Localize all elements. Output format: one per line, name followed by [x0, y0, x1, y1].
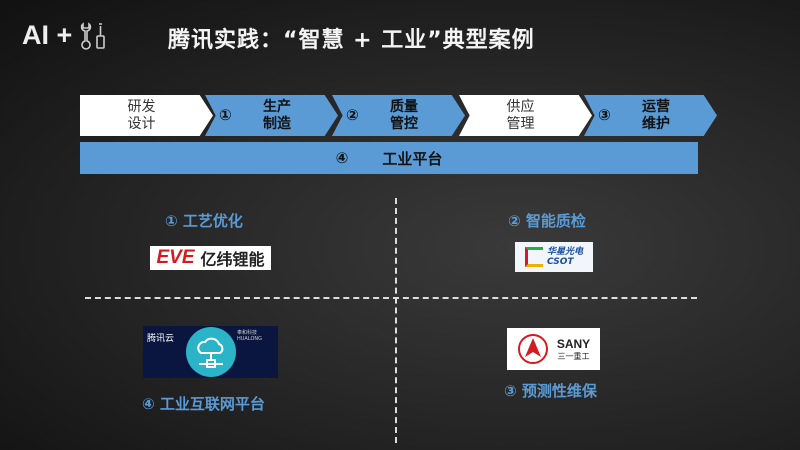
chain-step-1: 研发设计 [80, 95, 213, 136]
partner-text: 奉和科技 HUALONG [237, 330, 262, 342]
brand-text: AI + [22, 20, 73, 50]
q2-label: ② 智能质检 [508, 212, 586, 230]
chain-step-3: ② 质量管控 [332, 95, 465, 136]
step-num: ③ [598, 106, 611, 124]
csot-name: 华星光电 [546, 247, 583, 257]
tencent-cloud-text: 腾讯云 [147, 334, 175, 344]
cloud-network-icon [186, 327, 236, 377]
eve-brand: EVE [156, 247, 195, 268]
eve-name: 亿纬锂能 [200, 250, 265, 269]
sany-brand: SANY [556, 336, 591, 351]
platform-num: ④ [335, 149, 349, 167]
step-num: ② [346, 106, 359, 124]
step-line2: 设计 [127, 115, 156, 132]
eve-logo: EVE 亿纬锂能 [150, 246, 271, 270]
platform-label: 工业平台 [382, 149, 443, 168]
step-line1: 供应 [506, 98, 535, 115]
step-line2: 维护 [642, 115, 670, 132]
page-title: 腾讯实践：“智慧 + 工业”典型案例 [168, 28, 535, 53]
chain-step-2: ① 生产制造 [205, 95, 338, 136]
step-line1: 研发 [127, 98, 156, 115]
sany-mark-icon [517, 334, 548, 364]
step-line1: 质量 [390, 98, 418, 115]
csot-mark-icon [524, 247, 543, 267]
step-label: 质量管控 [390, 99, 418, 133]
step-line1: 运营 [642, 98, 670, 115]
tools-icon [81, 21, 106, 50]
vertical-divider [395, 198, 397, 443]
sany-name: 三一重工 [557, 351, 590, 361]
sany-logo: SANY 三一重工 [507, 328, 600, 370]
step-line2: 制造 [263, 115, 291, 132]
chain-step-4: 供应管理 [459, 95, 592, 136]
step-line1: 生产 [263, 98, 291, 115]
csot-sub: CSOT [546, 257, 574, 267]
step-label: 供应管理 [507, 99, 535, 133]
tencent-cloud-image: 腾讯云 奉和科技 HUALONG [143, 326, 278, 378]
industrial-platform-bar: ④ 工业平台 [80, 142, 698, 174]
step-num: ① [219, 106, 232, 124]
step-label: 运营维护 [642, 99, 670, 133]
csot-logo: 华星光电 CSOT [515, 242, 593, 272]
chain-step-5: ③ 运营维护 [584, 95, 717, 136]
step-label: 研发设计 [128, 99, 156, 133]
q3-label: ④ 工业互联网平台 [142, 395, 265, 413]
step-label: 生产制造 [263, 99, 291, 133]
step-line2: 管控 [390, 115, 418, 132]
brand-logo: AI + [22, 20, 108, 51]
q1-label: ① 工艺优化 [165, 212, 243, 230]
horizontal-divider [85, 297, 697, 299]
step-line2: 管理 [506, 115, 535, 132]
q4-label: ③ 预测性维保 [504, 382, 597, 400]
